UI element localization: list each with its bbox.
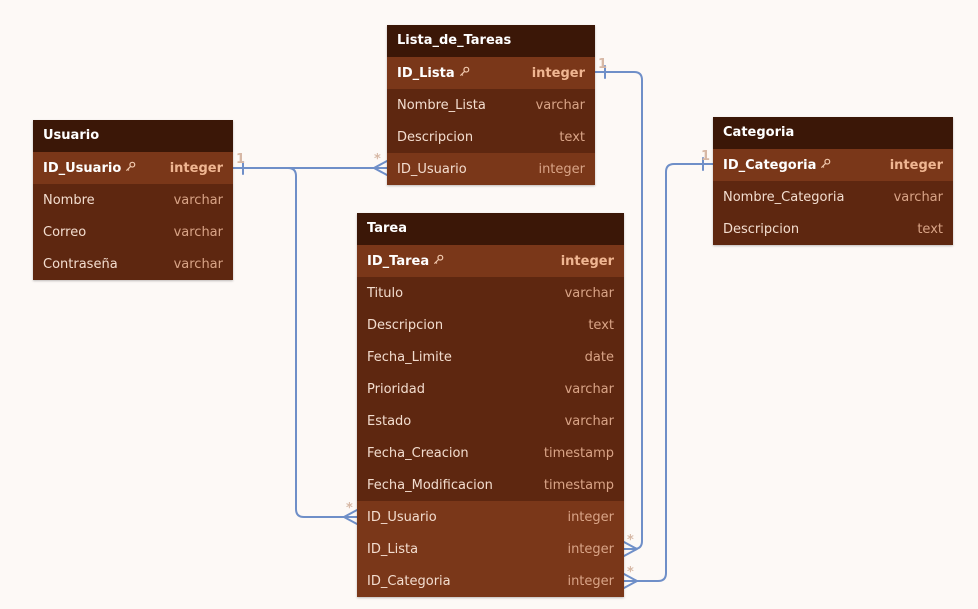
key-icon — [459, 66, 470, 81]
column-type: integer — [560, 253, 614, 269]
column-name: Nombre_Lista — [397, 97, 486, 113]
column-name: Nombre — [43, 192, 95, 208]
column-row[interactable]: Estado varchar — [357, 405, 624, 437]
table-title[interactable]: Tarea — [357, 213, 624, 245]
column-type: varchar — [564, 285, 614, 301]
column-row[interactable]: Nombre_Lista varchar — [387, 89, 595, 121]
column-type: varchar — [173, 256, 223, 272]
column-type: integer — [567, 509, 614, 525]
column-type: integer — [567, 573, 614, 589]
card-categoria-tarea-from: 1 — [701, 149, 711, 164]
card-usuario-lista-to: * — [374, 152, 381, 167]
column-type: integer — [889, 157, 943, 173]
column-type: varchar — [564, 413, 614, 429]
column-row[interactable]: ID_Usuario integer — [387, 153, 595, 185]
column-row[interactable]: ID_Lista integer — [387, 57, 595, 89]
column-type: timestamp — [543, 477, 614, 493]
column-row[interactable]: Prioridad varchar — [357, 373, 624, 405]
column-row[interactable]: ID_Tarea integer — [357, 245, 624, 277]
key-icon — [433, 254, 444, 269]
column-type: text — [559, 129, 585, 145]
column-row[interactable]: Titulo varchar — [357, 277, 624, 309]
column-name: ID_Tarea — [367, 253, 430, 269]
column-name: Nombre_Categoria — [723, 189, 845, 205]
table-title[interactable]: Lista_de_Tareas — [387, 25, 595, 57]
column-type: integer — [538, 161, 585, 177]
card-lista-tarea-to: * — [627, 533, 634, 548]
column-type: varchar — [535, 97, 585, 113]
card-categoria-tarea-to: * — [627, 565, 634, 580]
column-row[interactable]: Nombre_Categoria varchar — [713, 181, 953, 213]
column-row[interactable]: ID_Categoria integer — [357, 565, 624, 597]
column-name: Fecha_Limite — [367, 349, 452, 365]
card-usuario-tarea-to: * — [346, 501, 353, 516]
table-categoria[interactable]: Categoria ID_Categoria integer Nombre_Ca… — [713, 117, 953, 245]
link-usuario-tarea[interactable] — [232, 167, 358, 518]
column-row[interactable]: Descripcion text — [713, 213, 953, 245]
column-row[interactable]: ID_Categoria integer — [713, 149, 953, 181]
link-categoria-tarea[interactable] — [623, 163, 714, 582]
column-type: varchar — [173, 192, 223, 208]
column-type: varchar — [564, 381, 614, 397]
column-name: Fecha_Creacion — [367, 445, 469, 461]
column-type: text — [588, 317, 614, 333]
column-row[interactable]: ID_Usuario integer — [357, 501, 624, 533]
column-name: ID_Usuario — [43, 160, 122, 176]
column-name: Contraseña — [43, 256, 118, 272]
column-name: Estado — [367, 413, 412, 429]
table-lista-de-tareas[interactable]: Lista_de_Tareas ID_Lista integer Nombre_… — [387, 25, 595, 185]
column-row[interactable]: Descripcion text — [357, 309, 624, 341]
column-row[interactable]: Correo varchar — [33, 216, 233, 248]
column-row[interactable]: Fecha_Limite date — [357, 341, 624, 373]
column-name: ID_Usuario — [367, 509, 437, 525]
column-row[interactable]: Fecha_Creacion timestamp — [357, 437, 624, 469]
column-name: Descripcion — [723, 221, 800, 237]
column-row[interactable]: Descripcion text — [387, 121, 595, 153]
column-type: integer — [531, 65, 585, 81]
column-type: varchar — [893, 189, 943, 205]
column-name: ID_Lista — [367, 541, 419, 557]
column-row[interactable]: Nombre varchar — [33, 184, 233, 216]
column-row[interactable]: Contraseña varchar — [33, 248, 233, 280]
key-icon — [820, 158, 831, 173]
column-row[interactable]: ID_Usuario integer — [33, 152, 233, 184]
column-name: Descripcion — [397, 129, 474, 145]
column-row[interactable]: ID_Lista integer — [357, 533, 624, 565]
column-name: ID_Categoria — [367, 573, 451, 589]
table-title[interactable]: Usuario — [33, 120, 233, 152]
table-usuario[interactable]: Usuario ID_Usuario integer Nombre varcha… — [33, 120, 233, 280]
column-name: Descripcion — [367, 317, 444, 333]
column-name: Fecha_Modificacion — [367, 477, 493, 493]
column-name: Prioridad — [367, 381, 425, 397]
column-name: ID_Lista — [397, 65, 455, 81]
card-lista-tarea-from: 1 — [598, 57, 608, 72]
key-icon — [125, 161, 136, 176]
table-tarea[interactable]: Tarea ID_Tarea integer Titulo varchar De… — [357, 213, 624, 597]
column-type: date — [584, 349, 614, 365]
column-type: integer — [169, 160, 223, 176]
column-type: timestamp — [543, 445, 614, 461]
column-row[interactable]: Fecha_Modificacion timestamp — [357, 469, 624, 501]
column-type: text — [917, 221, 943, 237]
column-name: Titulo — [367, 285, 404, 301]
column-name: ID_Usuario — [397, 161, 467, 177]
card-usuario-lista-from: 1 — [236, 152, 246, 167]
column-type: varchar — [173, 224, 223, 240]
column-name: Correo — [43, 224, 87, 240]
table-title[interactable]: Categoria — [713, 117, 953, 149]
column-name: ID_Categoria — [723, 157, 817, 173]
column-type: integer — [567, 541, 614, 557]
